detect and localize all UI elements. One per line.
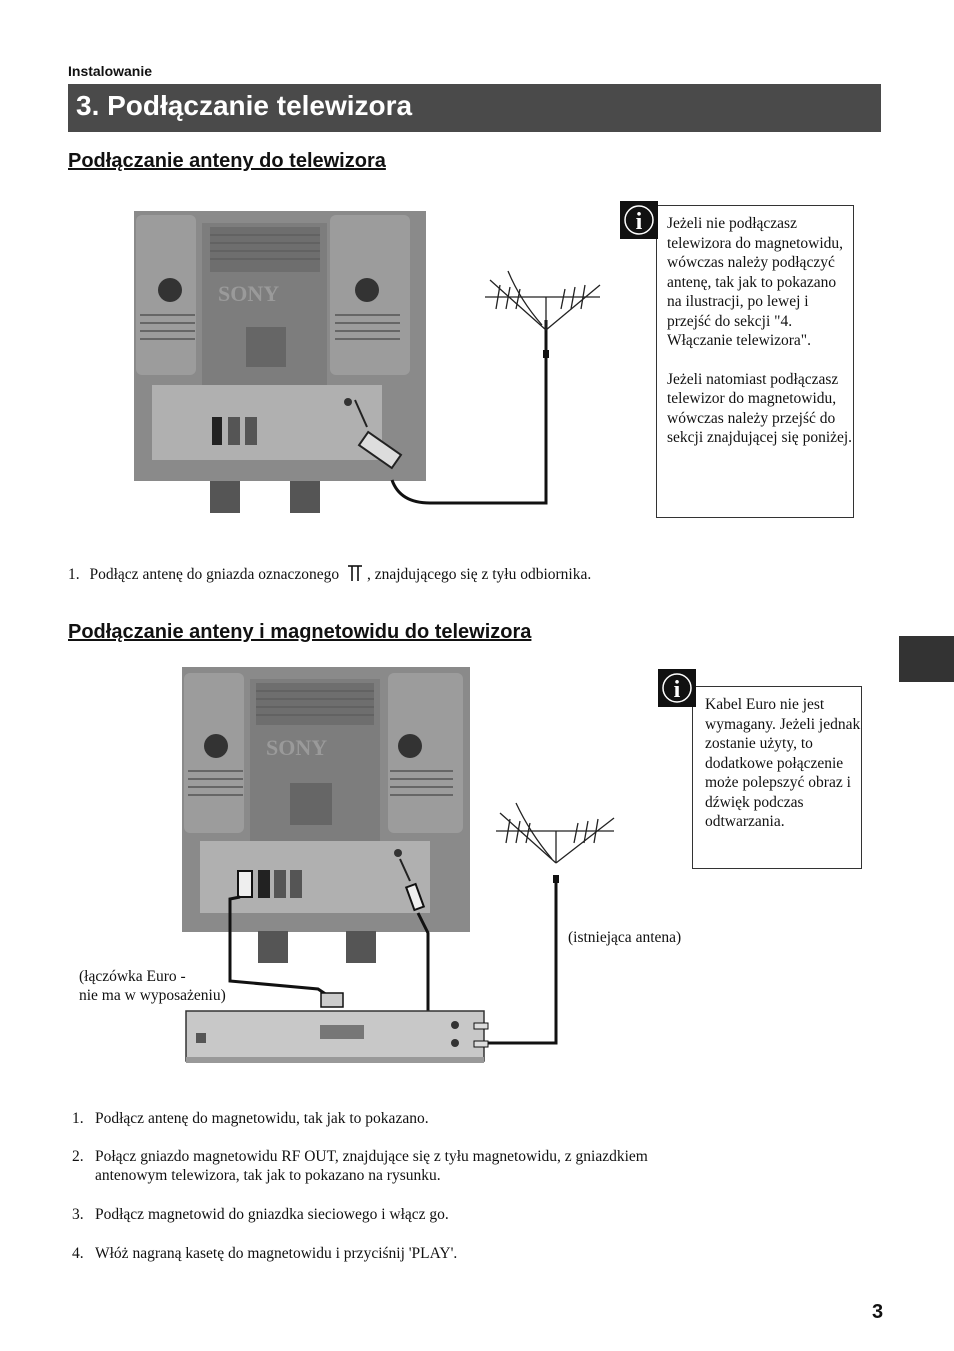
section-label: Instalowanie xyxy=(68,63,153,79)
step-text-before: Podłącz antenę do gniazda oznaczonego xyxy=(89,566,340,583)
info-note-1-para2: Jeżeli natomiast podłączasz telewizor do… xyxy=(667,370,853,447)
step-text: Połącz gniazdo magnetowidu RF OUT, znajd… xyxy=(95,1148,648,1184)
page-number: 3 xyxy=(872,1301,884,1323)
antenna-socket-icon xyxy=(347,565,362,581)
page-title-bar: 3. Podłączanie telewizora xyxy=(68,84,881,132)
section1-step-1: 1. Podłącz antenę do gniazda oznaczonego… xyxy=(68,561,768,584)
step-text: Podłącz magnetowid do gniazdka siecioweg… xyxy=(95,1206,449,1223)
step-text-after: , znajdującego się z tyłu odbiornika. xyxy=(366,566,592,583)
page-title: 3. Podłączanie telewizora xyxy=(76,90,413,121)
caption-euro-connector: (łączówka Euro - nie ma w wyposażeniu) xyxy=(79,967,226,1005)
tv-logo-2: SONY xyxy=(266,735,327,760)
section2-step-4: 4. Włóż nagraną kasetę do magnetowidu i … xyxy=(72,1244,652,1263)
section2-heading: Podłączanie anteny i magnetowidu do tele… xyxy=(68,621,532,643)
step-number: 4. xyxy=(72,1245,84,1262)
step-number: 1. xyxy=(72,1110,84,1127)
step-number: 1. xyxy=(68,566,80,583)
step-text: Włóż nagraną kasetę do magnetowidu i prz… xyxy=(95,1245,458,1262)
section1-heading: Podłączanie anteny do telewizora xyxy=(68,150,386,172)
info-note-1-para1: Jeżeli nie podłączasz telewizora do magn… xyxy=(667,215,844,349)
tv-vcr-antenna-illustration: SONY xyxy=(182,667,615,1063)
info-icon: i xyxy=(658,669,696,707)
info-icon: i xyxy=(620,201,658,239)
section2-step-1: 1. Podłącz antenę do magnetowidu, tak ja… xyxy=(72,1109,652,1128)
info-note-2-text: Kabel Euro nie jest wymagany. Jeżeli jed… xyxy=(705,696,861,830)
step-number: 2. xyxy=(72,1148,84,1165)
section2-step-3: 3. Podłącz magnetowid do gniazdka siecio… xyxy=(72,1205,652,1224)
caption-euro-line1: (łączówka Euro - xyxy=(79,968,186,985)
side-tab xyxy=(899,636,954,682)
section2-step-2: 2. Połącz gniazdo magnetowidu RF OUT, zn… xyxy=(72,1147,652,1185)
tv-logo: SONY xyxy=(218,281,279,306)
info-note-1: Jeżeli nie podłączasz telewizora do magn… xyxy=(656,205,854,518)
info-note-2: Kabel Euro nie jest wymagany. Jeżeli jed… xyxy=(692,686,862,869)
svg-text:i: i xyxy=(674,677,681,703)
svg-text:i: i xyxy=(636,209,643,235)
tv-antenna-illustration: SONY xyxy=(134,211,601,513)
step-text: Podłącz antenę do magnetowidu, tak jak t… xyxy=(95,1110,429,1127)
step-number: 3. xyxy=(72,1206,84,1223)
caption-existing-antenna: (istniejąca antena) xyxy=(568,929,682,946)
caption-euro-line2: nie ma w wyposażeniu) xyxy=(79,987,226,1004)
